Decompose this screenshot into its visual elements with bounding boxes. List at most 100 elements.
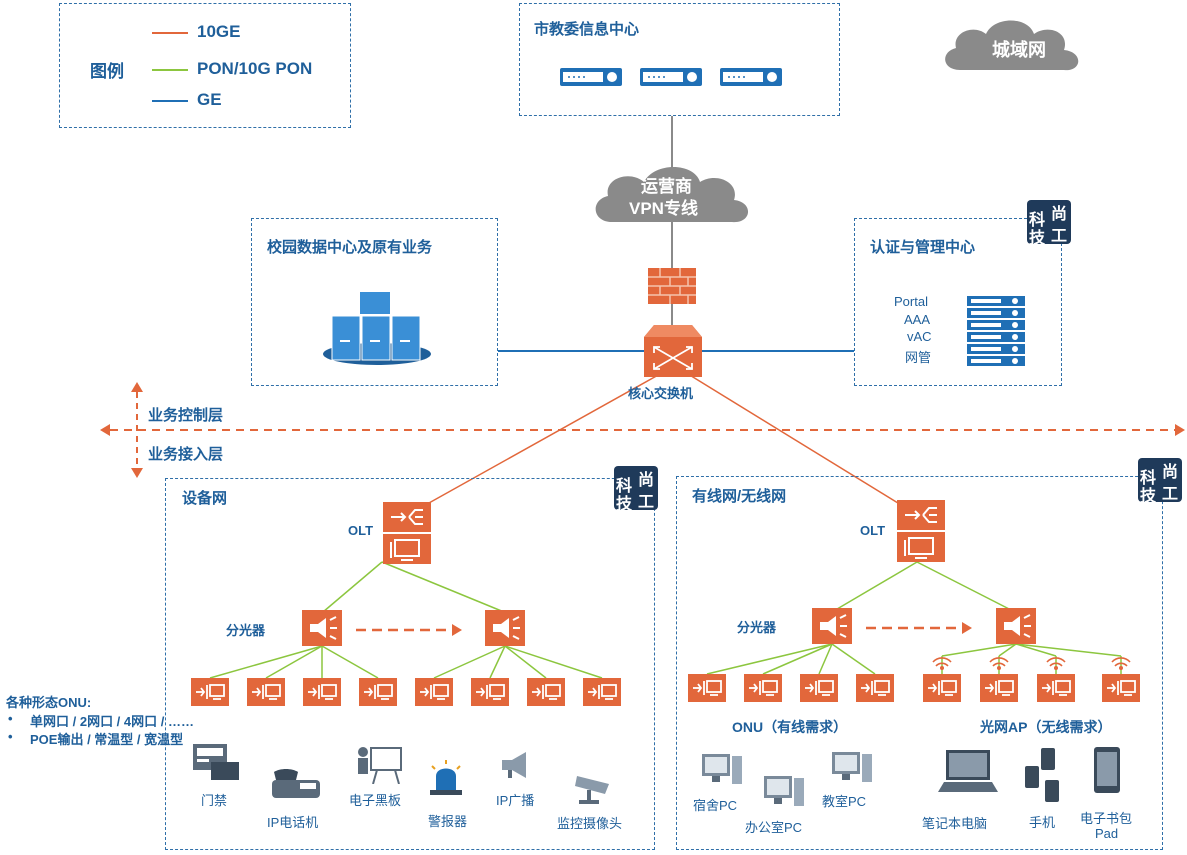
rack-server-icon (560, 68, 622, 86)
data-center-server-icon (323, 292, 431, 365)
ap-wireless-label: 光网AP（无线需求） (980, 719, 1112, 735)
onu-icon (191, 678, 229, 706)
onu-icon (359, 678, 397, 706)
wifi-antenna-icon (989, 656, 1009, 675)
onu-note-item: 单网口 / 2网口 / 4网口 / …… (30, 714, 194, 729)
watermark-char: 尚 (638, 472, 655, 489)
onu-note-item: POE输出 / 常温型 / 宽温型 (30, 732, 184, 747)
onu-note-title: 各种形态ONU: (6, 695, 92, 710)
campus-dc-title: 校园数据中心及原有业务 (267, 239, 433, 256)
watermark-char: 工 (1162, 486, 1179, 503)
access-control-icon (193, 744, 239, 780)
camera-label: 监控摄像头 (557, 816, 623, 831)
pon-branch-line (504, 645, 547, 679)
pon-branch-line (489, 645, 506, 679)
pon-branch-line (941, 643, 1017, 657)
ebook-label-line2: Pad (1095, 826, 1119, 841)
watermark-badge: 科 尚 技 工 (614, 466, 658, 513)
legend-box (59, 3, 351, 128)
pon-olt1-sp1 (322, 561, 383, 613)
wifi-antenna-icon (1111, 656, 1131, 675)
desktop-pc-icon (832, 752, 872, 782)
line-core-olt2 (687, 373, 907, 509)
wired-net-box (676, 476, 1163, 850)
pon-olt2-sp1 (831, 561, 918, 613)
olt-icon (383, 502, 431, 564)
watermark-char: 技 (1029, 230, 1046, 247)
onu-icon (247, 678, 285, 706)
pon-branch-line (998, 643, 1017, 657)
auth-item-portal: Portal (894, 294, 928, 309)
legend-label-10ge: 10GE (197, 22, 241, 41)
onu-icon (744, 674, 782, 702)
office-pc-label: 办公室PC (745, 820, 803, 835)
edu-center-title: 市教委信息中心 (534, 21, 640, 38)
onu-icon (688, 674, 726, 702)
rack-server-icon (720, 68, 782, 86)
onu-note-bullet: • (8, 711, 13, 726)
legend-swatch-10ge (152, 32, 188, 34)
ip-broadcast-icon (502, 752, 526, 778)
access-control-label: 门禁 (201, 793, 228, 808)
laptop-label: 笔记本电脑 (922, 816, 988, 831)
auth-center-box (854, 218, 1062, 386)
onu-note-bullet: • (8, 729, 13, 744)
expansion-arrow (866, 622, 972, 634)
auth-item-aaa: AAA (904, 312, 931, 327)
edu-center-box (519, 3, 840, 116)
onu-wired-label: ONU（有线需求） (732, 719, 848, 735)
expansion-arrow (356, 624, 462, 636)
firewall-icon (648, 268, 696, 304)
onu-icon (527, 678, 565, 706)
line-core-olt1 (419, 373, 661, 509)
olt-icon (897, 500, 945, 562)
legend-swatch-ge (152, 100, 188, 102)
pon-branch-line (504, 645, 603, 679)
device-net-box (165, 478, 655, 850)
pon-branch-line (762, 643, 833, 675)
core-switch-label: 核心交换机 (628, 386, 694, 401)
dorm-pc-label: 宿舍PC (693, 798, 738, 813)
splitter-label: 分光器 (226, 623, 266, 638)
optical-ap-icon (980, 674, 1018, 702)
watermark-badge: 科 尚 技 工 (1138, 458, 1182, 505)
device-net-title: 设备网 (182, 490, 228, 507)
ip-phone-label: IP电话机 (267, 815, 319, 830)
access-layer-label: 业务接入层 (148, 446, 224, 463)
ebook-label-line1: 电子书包 (1080, 811, 1133, 826)
onu-icon (303, 678, 341, 706)
onu-icon (583, 678, 621, 706)
splitter-icon (302, 610, 342, 646)
pon-branch-line (706, 643, 833, 675)
splitter-icon (996, 608, 1036, 644)
optical-ap-icon (1037, 674, 1075, 702)
alarm-label: 警报器 (428, 814, 468, 829)
e-board-icon (358, 747, 402, 784)
splitter-icon (812, 608, 852, 644)
pon-branch-line (1015, 643, 1122, 657)
e-board-label: 电子黑板 (349, 793, 402, 808)
legend-title: 图例 (90, 62, 124, 81)
auth-item-vac: vAC (907, 329, 932, 344)
class-pc-label: 教室PC (822, 794, 867, 809)
wifi-antenna-icon (932, 656, 952, 675)
watermark-char: 科 (1140, 470, 1157, 487)
watermark-char: 尚 (1162, 464, 1179, 481)
ip-broadcast-label: IP广播 (496, 793, 535, 808)
pon-olt1-sp2 (381, 561, 505, 613)
ip-phone-icon (272, 769, 320, 798)
pon-branch-line (831, 643, 876, 675)
server-stack-icon (967, 296, 1025, 366)
metro-network-cloud-icon (945, 20, 1079, 71)
control-layer-label: 业务控制层 (148, 407, 224, 424)
legend-swatch-pon (152, 69, 188, 71)
smartphone-icon (1025, 748, 1059, 802)
vpn-label-line1: 运营商 (641, 177, 692, 196)
pon-branch-line (265, 645, 323, 679)
onu-icon (471, 678, 509, 706)
onu-icon (800, 674, 838, 702)
alarm-icon (430, 760, 462, 795)
optical-ap-icon (1102, 674, 1140, 702)
